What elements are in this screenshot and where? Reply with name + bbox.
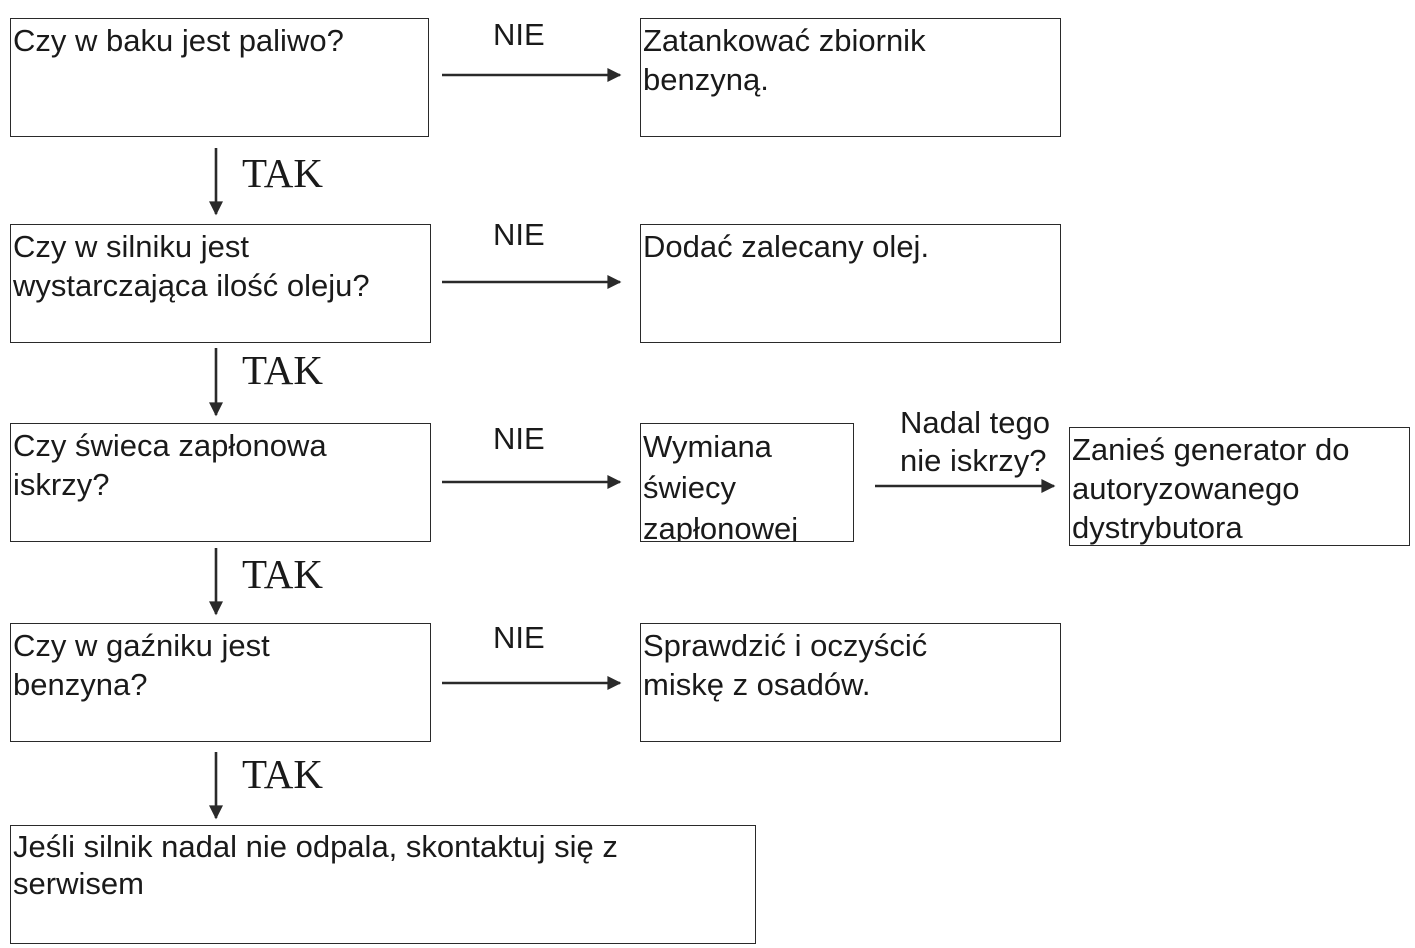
no-label-2: NIE (493, 217, 545, 252)
no-label-4: NIE (493, 620, 545, 655)
question-box-4: Czy w gaźniku jest benzyna? (10, 623, 431, 742)
action-box-4: Sprawdzić i oczyścić miskę z osadów. (640, 623, 1061, 742)
question-box-1: Czy w baku jest paliwo? (10, 18, 429, 137)
question-box-3: Czy świeca zapłonowa iskrzy? (10, 423, 431, 542)
yes-label-4: TAK (242, 751, 323, 797)
yes-label-1: TAK (242, 150, 323, 196)
no-label-1: NIE (493, 17, 545, 52)
yes-label-3: TAK (242, 551, 323, 597)
spark-followup-action-box: Zanieś generator do autoryzowanego dystr… (1069, 427, 1410, 546)
spark-followup-question: Nadal tego nie iskrzy? (900, 405, 1050, 478)
action-box-3: Wymiana świecy zapłonowej (640, 423, 854, 542)
yes-label-2: TAK (242, 347, 323, 393)
question-box-2: Czy w silniku jest wystarczająca ilość o… (10, 224, 431, 343)
final-box: Jeśli silnik nadal nie odpala, skontaktu… (10, 825, 756, 944)
action-box-2: Dodać zalecany olej. (640, 224, 1061, 343)
action-box-1: Zatankować zbiornik benzyną. (640, 18, 1061, 137)
no-label-3: NIE (493, 421, 545, 456)
